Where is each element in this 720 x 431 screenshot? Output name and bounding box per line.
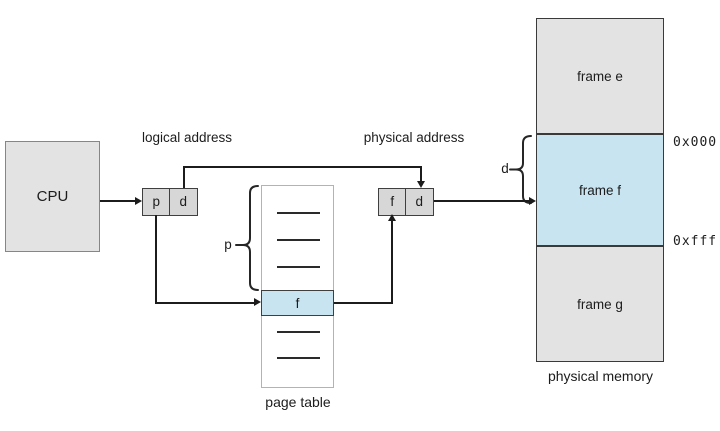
- page-number-brace-label: p: [224, 237, 232, 252]
- cpu-to-logical-arrowhead: [135, 197, 142, 205]
- page-table-entry-line: [277, 266, 320, 268]
- logical-address-label: logical address: [141, 130, 233, 145]
- page-number-brace: [235, 185, 259, 291]
- memory-arrowhead: [529, 197, 536, 205]
- page-table: f: [260, 185, 335, 388]
- page-table-label: page table: [265, 394, 331, 410]
- frame-arrowhead: [388, 214, 396, 221]
- physical-offset-cell: d: [405, 188, 434, 216]
- physical-memory: frame e frame f frame g: [536, 18, 664, 362]
- offset-line-down: [420, 166, 422, 182]
- physical-address-box: f d: [378, 188, 434, 216]
- page-line-down: [155, 215, 157, 304]
- page-table-entry-line: [277, 239, 320, 241]
- offset-line-across: [183, 166, 422, 168]
- frame-f: frame f: [537, 133, 663, 247]
- frame-g: frame g: [537, 247, 663, 361]
- offset-brace-label: d: [501, 161, 509, 176]
- physical-address-label: physical address: [363, 130, 465, 145]
- frame-start-address: 0x000: [673, 135, 718, 150]
- cpu-label: CPU: [36, 188, 69, 205]
- frame-line-across: [334, 302, 393, 304]
- page-table-entry-line: [277, 357, 320, 359]
- logical-address-box: p d: [142, 188, 198, 216]
- logical-offset-cell: d: [169, 188, 198, 216]
- frame-line-up: [391, 221, 393, 304]
- page-table-entry-line: [277, 331, 320, 333]
- logical-page-cell: p: [142, 188, 171, 216]
- frame-e: frame e: [537, 19, 663, 133]
- cpu-to-logical-line: [100, 200, 136, 202]
- frame-end-address: 0xfff: [673, 234, 718, 249]
- offset-line-up: [183, 166, 185, 188]
- offset-arrowhead: [417, 181, 425, 188]
- page-table-highlighted-entry: f: [260, 290, 335, 316]
- memory-line-across: [434, 200, 530, 202]
- offset-brace: [509, 135, 532, 204]
- physical-frame-cell: f: [378, 188, 407, 216]
- page-line-across: [155, 302, 255, 304]
- cpu-box: CPU: [5, 141, 100, 252]
- physical-memory-label: physical memory: [547, 368, 654, 384]
- page-table-arrowhead: [254, 298, 261, 306]
- page-table-entry-line: [277, 212, 320, 214]
